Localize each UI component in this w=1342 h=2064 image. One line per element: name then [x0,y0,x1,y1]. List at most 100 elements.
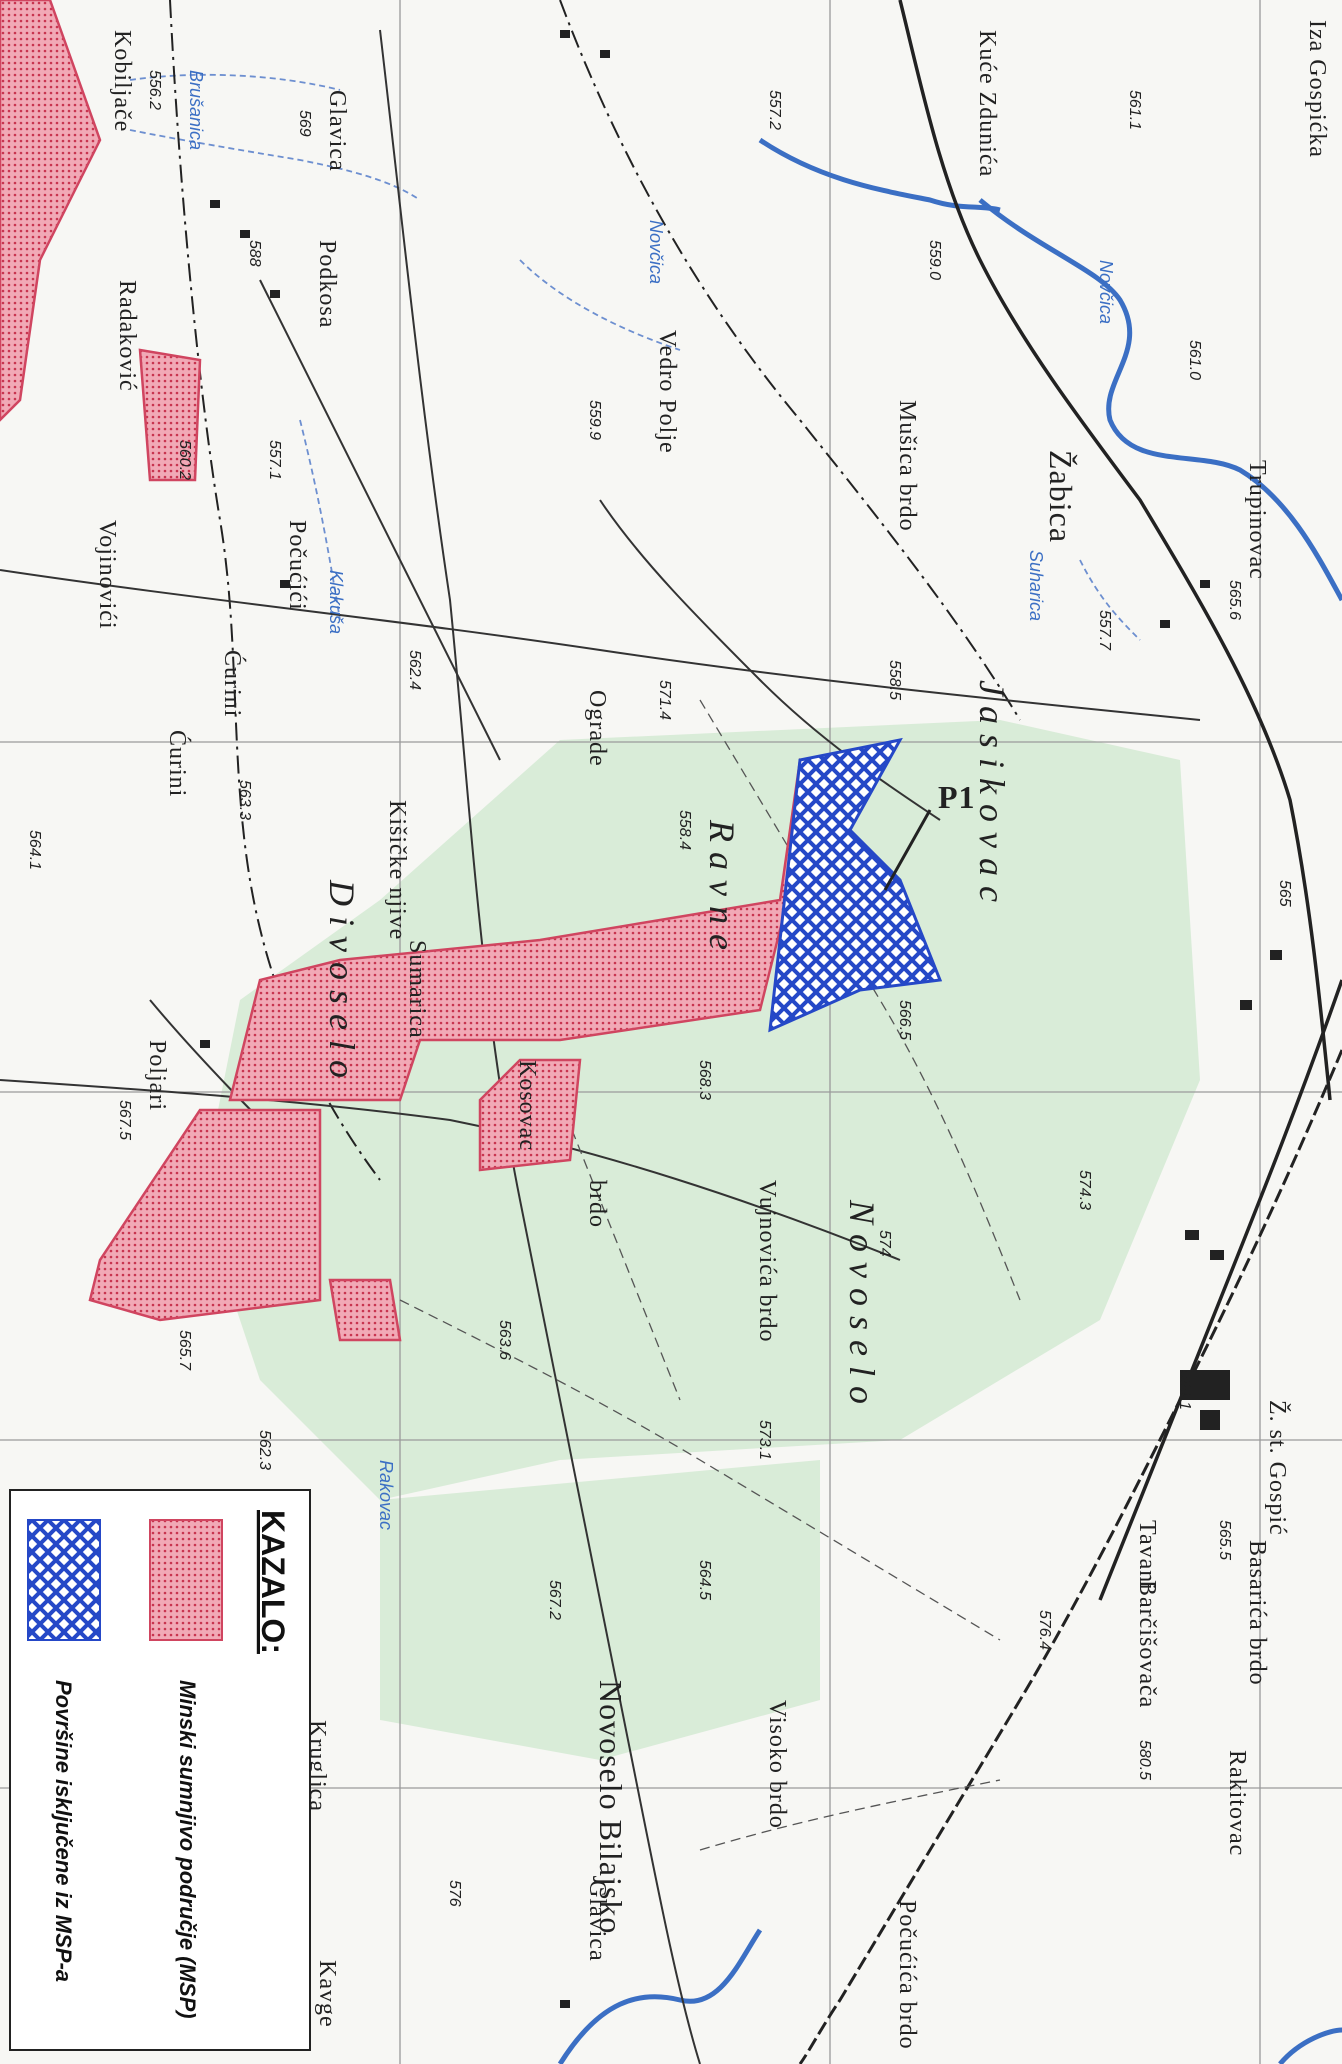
elevation: 574 [876,1230,893,1257]
river-southeast [1278,2027,1342,2064]
label-poljari: Poljari [144,1040,170,1111]
elevation: 563.3 [236,780,253,820]
elevation: 573.1 [756,1420,773,1460]
elevation: 560.2 [176,440,193,480]
settlement-markers [200,30,1282,2008]
boundary-line [169,0,381,1181]
stream [1079,559,1141,641]
track [399,1299,1001,1641]
label-klakusa: Klakuša [326,570,346,634]
elevation: 559.9 [586,400,603,440]
place-labels: Iza Gospićka Kuće Zdunića Kobiljače Podk… [94,20,1330,2050]
elevation: 565 [1276,880,1293,907]
label-novoselo-bilajsko: Novoselo Bilajsko [593,1680,629,1934]
elevation: 568.3 [696,1060,713,1100]
elevation: 576.4 [1036,1610,1053,1650]
label-kobiljace: Kobiljače [109,30,135,132]
label-podkosa: Podkosa [314,240,340,328]
elevation: 562.3 [256,1430,273,1470]
label-z-st-gospic: Ž. st. Gospić [1264,1400,1290,1536]
label-pocucica-brdo: Počućića brdo [894,1900,920,2050]
forest-area [200,720,1200,1500]
label-kavge: Kavge [314,1960,340,2028]
label-brusanica: Brušanica [186,70,206,150]
msp-area-south-west [88,1108,322,1322]
elevation: 556.2 [146,70,163,110]
label-vedro-polje: Vedro Polje [654,330,680,454]
road [0,569,1201,721]
elevation: 580.5 [1136,1740,1153,1780]
elevation: 569.1 [1176,1370,1193,1410]
elevation: 561.0 [1186,340,1203,380]
label-kosovac: Kosovac [514,1060,540,1151]
label-vojinovici: Vojinovići [94,520,120,630]
stream [129,129,421,201]
label-vujnovica-brdo: Vujnovića brdo [754,1180,780,1343]
label-brdo: brdo [584,1180,610,1228]
elevation: 565.7 [176,1330,193,1371]
label-radakovic: Radaković [114,280,140,392]
msp-area-south-east [478,1058,582,1172]
label-glavica: Glavica [324,90,350,172]
label-novcica: Novčica [646,220,666,284]
msp-area-south-small [328,1278,402,1342]
elevation: 571.4 [656,680,673,720]
elevation: 561.1 [1126,90,1143,130]
track [559,1099,681,1401]
label-musica-brdo: Mušica brdo [894,400,920,532]
elevation: 565.6 [1226,580,1243,620]
label-divoselo: Divoselo [322,879,362,1088]
stream [519,259,681,351]
label-glavica-2: Glavica [584,1880,610,1962]
elevation: 564.1 [26,830,43,870]
elevation: 557.7 [1096,610,1113,651]
railway [798,1049,1342,2064]
label-kuce-zdunica: Kuće Zdunića [974,30,1000,177]
elevation: 558.4 [676,810,693,850]
river-novcica-upper [758,137,1001,213]
p1-label: P1 [938,779,976,815]
label-tavani: Tavani [1134,1520,1160,1591]
elevation: 576 [446,1880,463,1907]
label-trupinovac: Trupinovac [1244,460,1270,580]
label-jasikovac: Jasikovac [972,680,1012,912]
label-barcisovaca: Barčišovača [1134,1580,1160,1708]
label-kisicke-njive: Kišičke njive [384,800,410,940]
road [0,1079,901,1261]
water-labels: Brušanica Novčica Novčica Suharica Klaku… [186,70,1116,1530]
elevation: 567.5 [116,1100,133,1140]
elevation-labels: 556.2 569 557.2 561.1 588 559.0 561.0 56… [26,70,1293,1907]
msp-area-northwest-ext [138,348,202,482]
msp-area-central [228,758,822,1102]
label-novoselo-vertical: Novoselo [842,1199,882,1414]
boundary-line [559,0,1021,721]
elevation: 562.4 [406,650,423,690]
label-curini: Ćurini [219,650,246,717]
river-south [557,1928,763,2064]
stream [299,419,341,621]
elevation: 557.1 [266,440,283,480]
label-sumarica: Sumarica [404,940,430,1039]
label-rakovac: Rakovac [376,1460,396,1530]
elevation: 564.5 [696,1560,713,1600]
label-ravne: Ravne [702,819,742,960]
main-road [898,0,1332,1101]
label-iza-gospicka: Iza Gospićka [1304,20,1330,158]
elevation: 565.5 [1216,1520,1233,1560]
elevation: 588 [246,240,263,267]
label-zabica: Žabica [1043,450,1079,543]
label-rakitovac: Rakitovac [1224,1750,1250,1856]
forest-area-south [380,1460,820,1760]
elevation: 558.5 [886,660,903,700]
label-visoko-brdo: Visoko brdo [764,1700,790,1829]
elevation: 557.2 [766,90,783,130]
msp-area-northwest [0,0,102,422]
track [699,699,1021,1301]
elevation: 566.5 [896,1000,913,1040]
excluded-area-p1 [768,737,943,1033]
label-curini-2: Ćurini [164,730,191,797]
river-novcica [978,198,1342,602]
road [599,499,941,821]
elevation: 559.0 [926,240,943,280]
label-novcica-2: Novčica [1096,260,1116,324]
